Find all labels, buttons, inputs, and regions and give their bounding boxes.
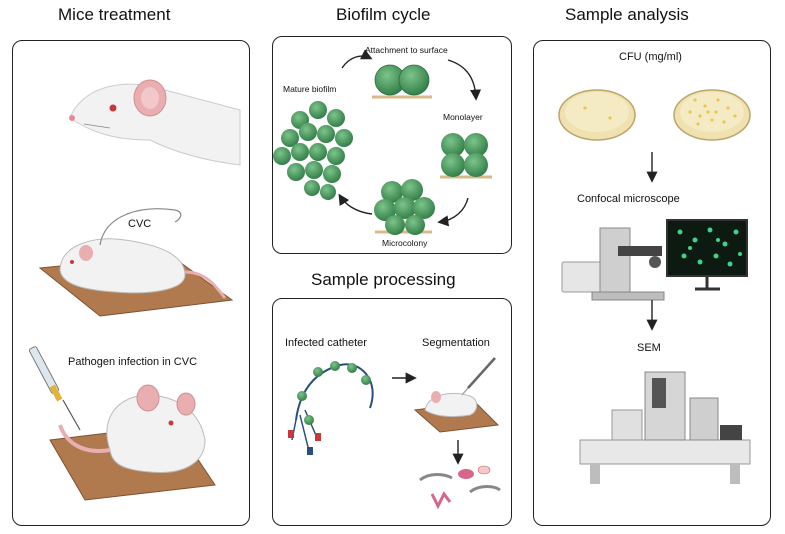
pathogen-infection-label: Pathogen infection in CVC — [68, 356, 198, 368]
cvc-label: CVC — [128, 218, 152, 230]
petri-dish-icon — [673, 89, 751, 141]
infected-catheter-label: Infected catheter — [285, 337, 367, 349]
confocal-label: Confocal microscope — [577, 193, 680, 205]
monitor-icon — [666, 219, 748, 291]
attachment-cells — [372, 64, 432, 99]
catheter-icon — [288, 361, 374, 456]
catheter-segments-icon — [419, 465, 501, 510]
mouse-segmentation-icon — [413, 357, 500, 433]
mature-biofilm-label: Mature biofilm — [283, 84, 337, 94]
sample-processing-title: Sample processing — [311, 270, 456, 289]
biofilm-cycle-title: Biofilm cycle — [336, 5, 431, 24]
microscope-icon — [561, 227, 665, 301]
sem-label: SEM — [637, 342, 661, 354]
mouse-with-syringe-icon — [28, 346, 216, 501]
cfu-label: CFU (mg/ml) — [619, 51, 682, 63]
segmentation-label: Segmentation — [422, 337, 490, 349]
microcolony-label: Microcolony — [382, 238, 428, 248]
petri-dish-icon — [558, 89, 636, 141]
mouse-with-cvc-icon — [38, 208, 234, 317]
mouse-head-icon — [69, 79, 241, 166]
sem-instrument-icon — [579, 371, 751, 484]
attachment-label: Attachment to surface — [365, 45, 448, 55]
scalpel-icon — [461, 357, 496, 396]
microcolony-cells — [374, 179, 435, 235]
monolayer-label: Monolayer — [443, 112, 483, 122]
mature-biofilm-cells — [273, 101, 353, 200]
monolayer-cells — [440, 133, 492, 179]
sample-analysis-title: Sample analysis — [565, 5, 689, 24]
syringe-icon — [28, 346, 81, 431]
mice-treatment-title: Mice treatment — [58, 5, 171, 24]
